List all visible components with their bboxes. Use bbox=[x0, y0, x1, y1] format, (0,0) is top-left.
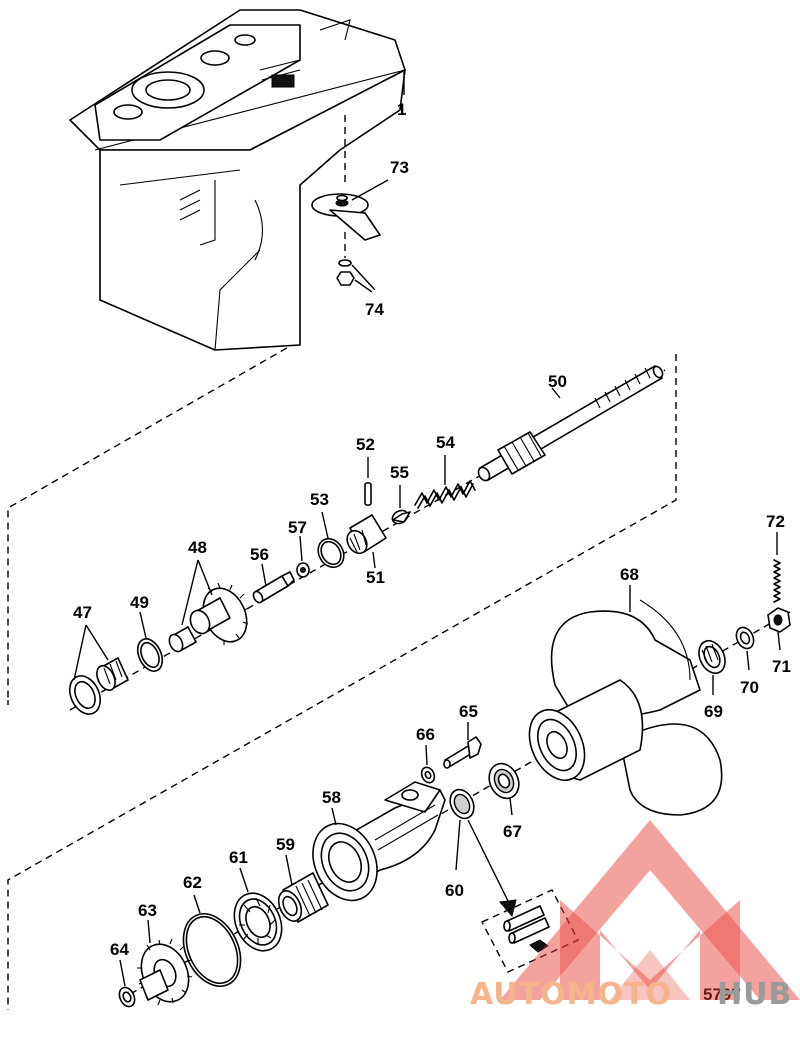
reverse-gear bbox=[137, 938, 193, 1006]
label-60: 60 bbox=[445, 881, 464, 900]
retaining-ring bbox=[317, 537, 345, 569]
thrust-hub bbox=[698, 639, 726, 675]
propeller bbox=[528, 599, 723, 816]
label-61: 61 bbox=[229, 848, 248, 867]
label-69: 69 bbox=[704, 702, 723, 721]
watermark-text-b: HUB bbox=[717, 977, 792, 1012]
cotter-pin bbox=[773, 559, 781, 603]
ball-bearing bbox=[233, 892, 283, 952]
watermark-logo bbox=[500, 820, 800, 1000]
label-64: 64 bbox=[110, 940, 129, 959]
label-59: 59 bbox=[276, 835, 295, 854]
label-63: 63 bbox=[138, 901, 157, 920]
gear-housing bbox=[69, 9, 406, 351]
label-66: 66 bbox=[416, 725, 435, 744]
label-58: 58 bbox=[322, 788, 341, 807]
cross-pin bbox=[364, 482, 372, 506]
label-56: 56 bbox=[250, 545, 269, 564]
label-53: 53 bbox=[310, 490, 329, 509]
needle-bearing bbox=[277, 872, 329, 923]
bolt-washer bbox=[420, 766, 436, 784]
label-74: 74 bbox=[365, 300, 384, 319]
oil-seal-67 bbox=[488, 762, 520, 800]
propeller-nut bbox=[767, 607, 791, 633]
label-52: 52 bbox=[356, 435, 375, 454]
label-54: 54 bbox=[436, 433, 455, 452]
label-49: 49 bbox=[130, 593, 149, 612]
forward-gear-bearing bbox=[168, 626, 197, 653]
shim-64 bbox=[118, 986, 136, 1008]
figure-code: 5797 bbox=[703, 985, 741, 1004]
label-65: 65 bbox=[459, 702, 478, 721]
bearing-carrier bbox=[312, 781, 446, 902]
label-70: 70 bbox=[740, 678, 759, 697]
watermark-text-a: AUTOMOTO bbox=[470, 977, 672, 1012]
trim-tab-anode bbox=[311, 193, 381, 241]
label-55: 55 bbox=[390, 463, 409, 482]
oil-seal-60 bbox=[449, 788, 475, 820]
label-71: 71 bbox=[772, 657, 791, 676]
anode-washer-nut bbox=[336, 259, 355, 286]
carrier-bolt bbox=[443, 736, 482, 769]
label-50: 50 bbox=[548, 372, 567, 391]
tab-washer bbox=[735, 626, 755, 650]
detail-box bbox=[481, 889, 579, 973]
label-51: 51 bbox=[366, 568, 385, 587]
label-1: 1 bbox=[397, 100, 406, 119]
label-73: 73 bbox=[390, 158, 409, 177]
label-57: 57 bbox=[288, 518, 307, 537]
shift-cam bbox=[252, 571, 295, 604]
label-68: 68 bbox=[620, 565, 639, 584]
propeller-shaft bbox=[477, 365, 664, 482]
sliding-clutch bbox=[346, 514, 387, 555]
o-ring bbox=[182, 913, 242, 987]
forward-gear bbox=[189, 582, 250, 645]
tapered-bearing bbox=[68, 657, 129, 715]
detent-ball bbox=[296, 562, 310, 578]
label-72: 72 bbox=[766, 512, 785, 531]
cam-follower bbox=[391, 509, 411, 525]
spring bbox=[414, 480, 476, 509]
label-62: 62 bbox=[183, 873, 202, 892]
shim-49 bbox=[136, 638, 164, 672]
label-67: 67 bbox=[503, 822, 522, 841]
label-47: 47 bbox=[73, 603, 92, 622]
label-48: 48 bbox=[188, 538, 207, 557]
